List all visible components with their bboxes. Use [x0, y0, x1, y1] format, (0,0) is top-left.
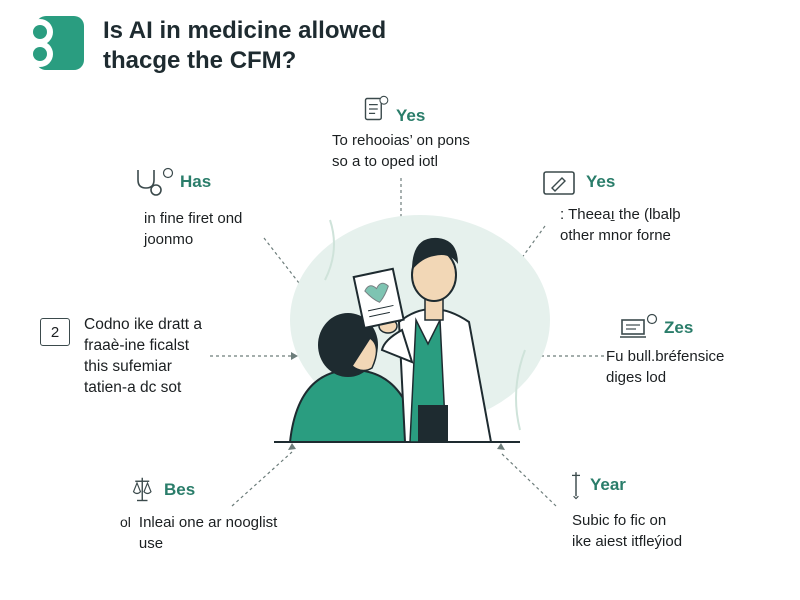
info-card-bottom-right: Year Subic fo fic on ike aiest itfleýio… [568, 468, 682, 552]
card-top-right-line-2: other mnor forne [560, 227, 671, 244]
connector-bottom-right [499, 451, 557, 507]
card-mid-right-label: Zes [664, 318, 694, 337]
card-bottom-right-label: Year [590, 475, 626, 494]
info-card-top-left: Has in fine firet ond joonmo [134, 166, 242, 250]
brand-logo-icon [27, 16, 84, 70]
card-top-line-1: To rehooias’ on pons [332, 132, 470, 149]
card-mid-left-line-1: Codno ike dratt a [84, 316, 203, 333]
doctor-patient-illustration [274, 215, 550, 443]
card-top-left-line-2: joonmo [144, 231, 194, 248]
info-card-bottom-left: Bes ol Inleai one ar nooglist use [120, 474, 277, 554]
card-top-right-label: Yes [586, 172, 616, 191]
card-bottom-left-line-1: Inleai one ar nooglist [138, 514, 278, 531]
card-mid-left-line-2: fraaè-ine ficalst [84, 337, 190, 354]
card-mid-right-line-1: Fu bull.bréfensice [606, 348, 725, 365]
patient-figure [288, 313, 420, 443]
info-card-mid-right: Zes Fu bull.bréfensice diges lod [606, 312, 724, 388]
pen-icon [572, 472, 580, 500]
card-mid-left-line-3: this sufemiar [84, 358, 172, 375]
info-card-top: Yes To rehooias’ on pons so a to oped io… [332, 92, 470, 172]
stethoscope-icon [137, 167, 174, 196]
card-bottom-left-prefix: ol [120, 514, 131, 530]
card-mid-left-line-4: tatien-a dc sot [84, 379, 182, 396]
doctor-figure [378, 237, 493, 443]
card-top-right-line-1: : Theeaı̱ the (lbalþ [560, 206, 681, 223]
card-bottom-right-line-1: Subic fo fic on [572, 512, 667, 529]
number-badge-icon: 2 [40, 318, 70, 346]
title-line-2: thacge the CFM? [103, 47, 297, 74]
computer-icon [620, 313, 658, 338]
card-bottom-left-label: Bes [164, 480, 196, 499]
card-mid-right-line-2: diges lod [606, 369, 667, 386]
info-card-top-right: Yes : Theeaı̱ the (lbalþ other mnor forn… [540, 166, 681, 246]
card-bottom-left-line-2: use [138, 535, 164, 552]
card-top-line-2: so a to oped iotl [332, 153, 438, 170]
card-top-label: Yes [396, 106, 426, 125]
info-card-mid-left: 2 Codno ike dratt a fraaè-ine ficalst th… [40, 314, 202, 398]
scale-icon [132, 477, 152, 502]
tablet-icon [543, 171, 575, 195]
card-top-left-line-1: in fine firet ond [144, 210, 243, 227]
number-badge-value: 2 [50, 323, 60, 341]
card-top-left-label: Has [180, 172, 212, 191]
document-icon [364, 95, 389, 121]
paper-document [352, 267, 405, 330]
page-title: Is AI in medicine allowed thacge the CFM… [103, 16, 523, 76]
card-bottom-right-line-2: ike aiest itfleýiod [572, 533, 683, 550]
title-line-1: Is AI in medicine allowed [103, 17, 387, 44]
